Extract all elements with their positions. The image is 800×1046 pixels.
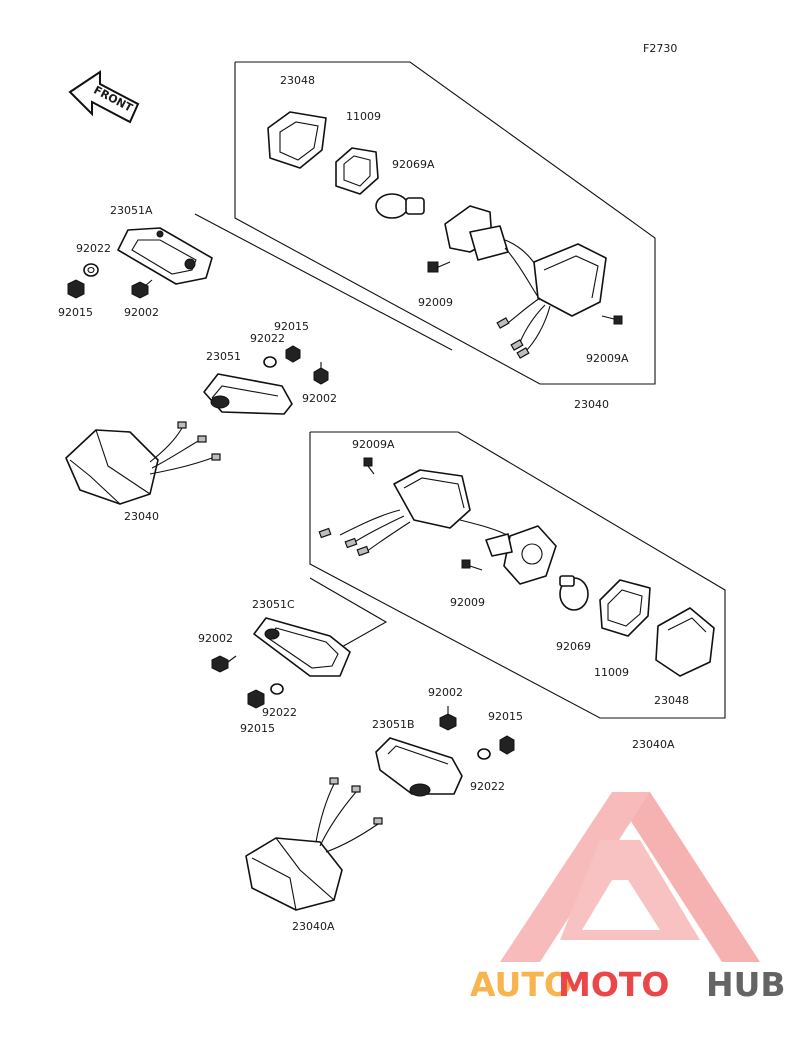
bracket-23051A — [117, 227, 213, 285]
figure-code: F2730 — [643, 42, 677, 55]
label-92002-a: 92002 — [124, 306, 159, 319]
screw-92009A-mid — [363, 457, 375, 475]
label-23051B: 23051B — [372, 718, 415, 731]
label-92009-top: 92009 — [418, 296, 453, 309]
front-arrow: FRONT — [68, 70, 140, 124]
screw-92009-mid — [461, 559, 483, 571]
label-92015-a: 92015 — [58, 306, 93, 319]
bracket-23051B — [375, 737, 463, 797]
label-23051A: 23051A — [110, 204, 153, 217]
leader-23040-to-23051A — [194, 213, 453, 351]
label-92002-c: 92002 — [198, 632, 233, 645]
label-92069: 92069 — [556, 640, 591, 653]
washer-92022-c — [270, 683, 284, 695]
label-92002-b: 92002 — [302, 392, 337, 405]
turn-signal-23040A-bottom — [245, 777, 383, 911]
washer-92022-a — [83, 263, 99, 277]
label-11009-top: 11009 — [346, 110, 381, 123]
nut-92015-b — [285, 345, 301, 363]
bracket-23051 — [203, 373, 293, 415]
label-23040-left: 23040 — [124, 510, 159, 523]
label-92022-a: 92022 — [76, 242, 111, 255]
turn-signal-housing-23040A — [318, 469, 557, 585]
label-92002-d: 92002 — [428, 686, 463, 699]
washer-92022-b — [263, 356, 277, 368]
label-92022-b: 92022 — [250, 332, 285, 345]
screw-92009A-top — [601, 315, 623, 325]
bolt-92002-d — [439, 706, 457, 731]
nut-92015-d — [499, 735, 515, 755]
bracket-23051C — [253, 617, 351, 677]
logo-text-auto: AUTO — [470, 965, 572, 1004]
logo-text-moto: MOTO — [558, 965, 669, 1004]
turn-signal-socket-top — [444, 205, 607, 359]
nut-92015-c — [247, 689, 265, 709]
label-92015-c: 92015 — [240, 722, 275, 735]
bulb-92069 — [559, 575, 589, 611]
label-92009A-mid: 92009A — [352, 438, 395, 451]
assembly-outline-23040A — [309, 431, 726, 719]
turn-signal-23040-left — [65, 421, 221, 505]
label-11009-mid: 11009 — [594, 666, 629, 679]
label-23048-mid: 23048 — [654, 694, 689, 707]
label-23040-top: 23040 — [574, 398, 609, 411]
bolt-92002-a — [131, 279, 153, 299]
automotohub-logo: AUTO MOTO HUB — [470, 792, 786, 1004]
label-23051C: 23051C — [252, 598, 295, 611]
gasket-11009-mid — [599, 579, 651, 637]
screw-92009-top — [427, 261, 451, 273]
label-92009A-top: 92009A — [586, 352, 629, 365]
nut-92015-a — [67, 279, 85, 299]
label-23051: 23051 — [206, 350, 241, 363]
gasket-11009-top — [335, 147, 379, 195]
assembly-outline-23040 — [234, 61, 656, 385]
leader-23040A-to-23051C — [309, 577, 388, 649]
washer-92022-d — [477, 748, 491, 760]
lens-23048-top — [267, 111, 327, 169]
logo-text-hub: HUB — [706, 965, 786, 1004]
bulb-92069A — [375, 193, 425, 219]
label-23048-top: 23048 — [280, 74, 315, 87]
label-92015-b: 92015 — [274, 320, 309, 333]
label-23040A-bottom: 23040A — [292, 920, 335, 933]
bolt-92002-b — [313, 362, 329, 385]
label-92022-c: 92022 — [262, 706, 297, 719]
label-92015-d: 92015 — [488, 710, 523, 723]
lens-23048-mid — [655, 607, 715, 677]
label-92069A: 92069A — [392, 158, 435, 171]
label-92022-d: 92022 — [470, 780, 505, 793]
label-23040A-box: 23040A — [632, 738, 675, 751]
label-92009-mid: 92009 — [450, 596, 485, 609]
bolt-92002-c — [211, 655, 237, 673]
